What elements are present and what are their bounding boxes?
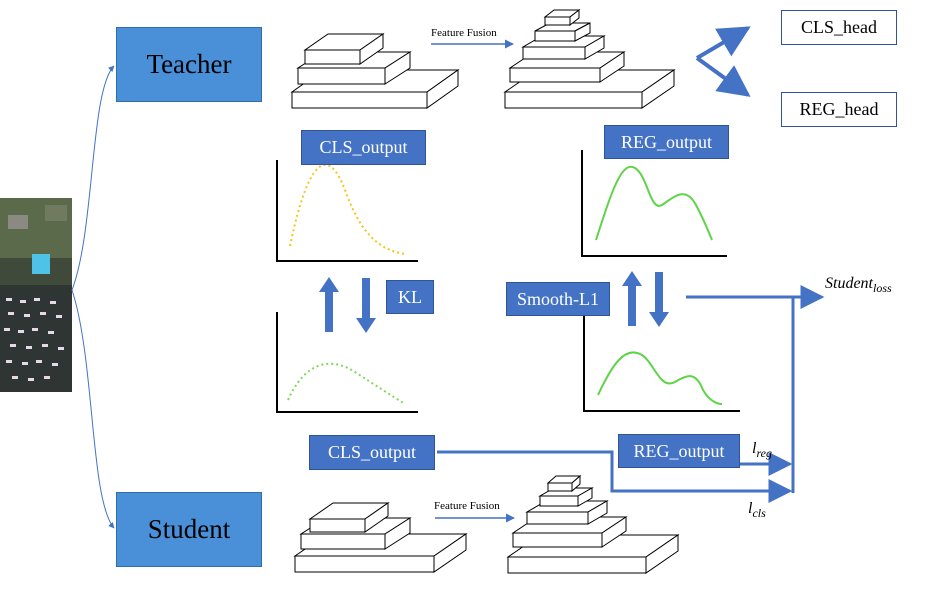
image-to-student-connector (71, 289, 115, 529)
student-loss-base: Student (825, 275, 873, 292)
student-loss-sub: loss (873, 281, 892, 296)
smooth-l1-transfer-arrows (622, 271, 669, 327)
teacher-fpn-stack (503, 8, 676, 109)
head-split-arrows (695, 26, 751, 97)
student-box: Student (116, 492, 262, 567)
l-cls-base: l (748, 500, 753, 517)
teacher-reg-output-label: REG_output (604, 125, 729, 159)
student-feature-fusion-label: Feature Fusion (434, 500, 500, 512)
teacher-feature-fusion-label: Feature Fusion (431, 27, 497, 39)
teacher-reg-plot (581, 150, 727, 257)
l-reg-sub: reg (756, 446, 773, 461)
l-reg-base: l (752, 440, 757, 457)
teacher-box: Teacher (116, 27, 262, 102)
kl-transfer-arrows (319, 277, 376, 333)
student-loss-flow (437, 285, 825, 503)
teacher-backbone-stack (290, 33, 460, 109)
cls-head-box: CLS_head (781, 10, 897, 45)
teacher-cls-curve (289, 163, 406, 255)
student-backbone-stack (293, 502, 468, 573)
l-reg-label: lreg (752, 440, 772, 461)
student-loss-label: Studentloss (825, 275, 892, 296)
input-aerial-image (0, 198, 72, 392)
teacher-cls-plot (276, 160, 418, 262)
image-to-teacher-connector (71, 65, 115, 291)
student-reg-plot (583, 305, 740, 412)
teacher-cls-output-label: CLS_output (301, 130, 426, 165)
student-reg-output-label: REG_output (618, 434, 740, 468)
kl-loss-label: KL (386, 280, 434, 314)
student-cls-output-label: CLS_output (309, 435, 435, 470)
l-cls-label: lcls (748, 500, 766, 521)
student-reg-curve (597, 351, 723, 405)
l-cls-sub: cls (752, 506, 766, 521)
student-cls-curve (287, 362, 406, 405)
student-fpn-stack (506, 474, 680, 574)
student-cls-plot (276, 312, 418, 413)
reg-head-box: REG_head (781, 92, 897, 127)
teacher-reg-curve (595, 165, 713, 241)
smooth-l1-loss-label: Smooth-L1 (506, 282, 610, 316)
